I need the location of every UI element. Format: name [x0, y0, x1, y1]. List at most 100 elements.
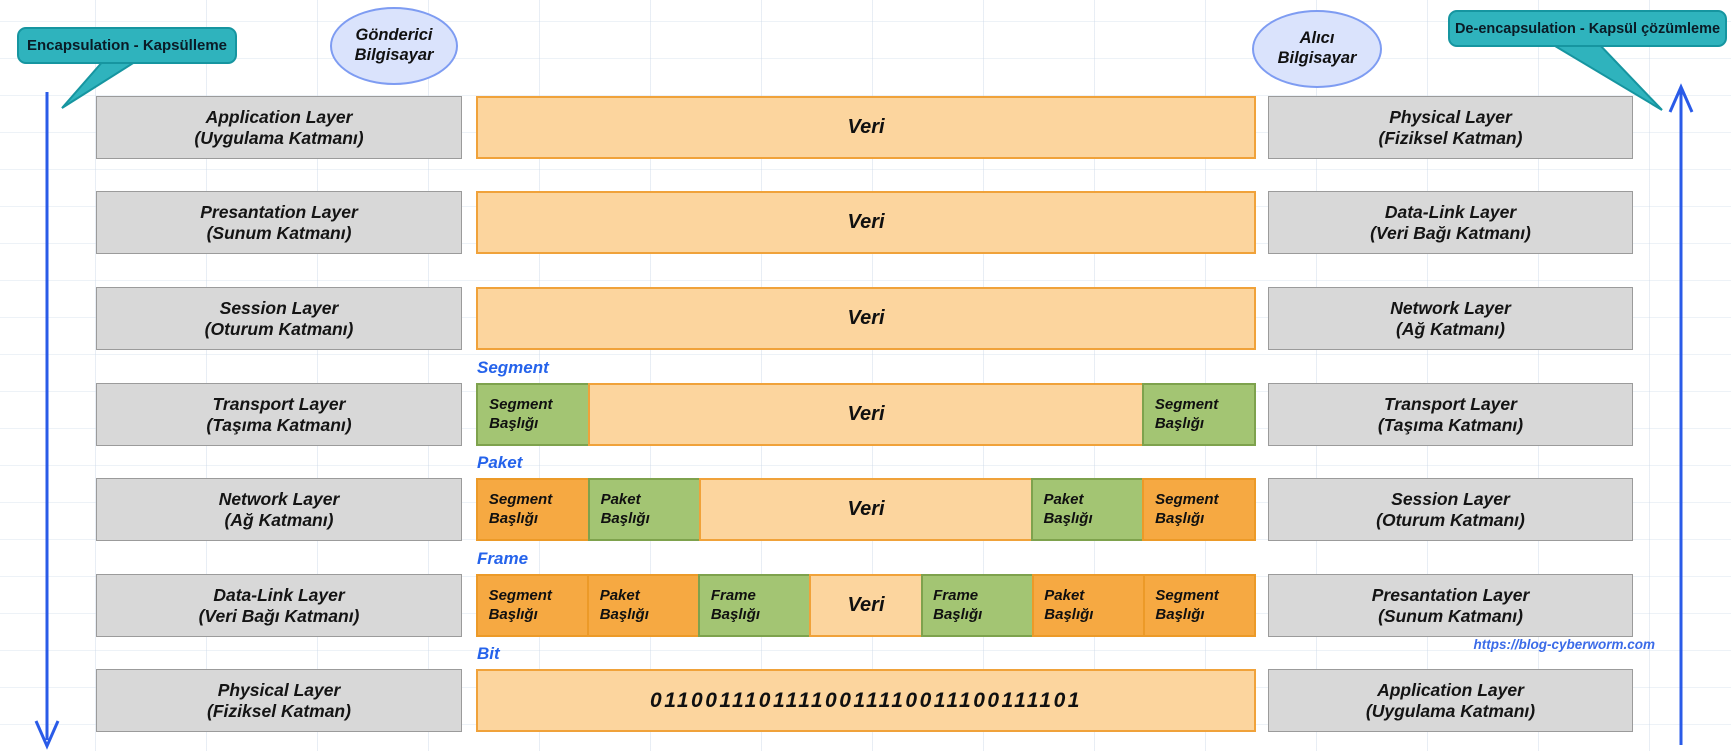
segment-header-cell-label: Segment Başlığı [489, 395, 553, 432]
layer-name-tr: (Taşıma Katmanı) [1377, 414, 1524, 435]
receiver-label-line1: Alıcı [1299, 29, 1335, 48]
layer-name-tr: (Fiziksel Katman) [1378, 127, 1523, 148]
layer-name-tr: (Fiziksel Katman) [207, 700, 351, 721]
encapsulation-callout-label: Encapsulation - Kapsülleme [26, 37, 228, 54]
layer-name-en: Presantation Layer [200, 201, 358, 222]
receiver-layer-box-5: Session Layer(Oturum Katmanı) [1268, 478, 1633, 541]
segment-header-cell: Segment Başlığı [1142, 478, 1257, 541]
down-arrowhead-icon [34, 720, 60, 750]
sender-layer-box-1: Application Layer(Uygulama Katmanı) [96, 96, 462, 159]
receiver-layer-box-4: Transport Layer(Taşıma Katmanı) [1268, 383, 1633, 446]
layer-name-tr: (Sunum Katmanı) [206, 222, 352, 243]
layer-name-tr: (Sunum Katmanı) [1378, 605, 1523, 626]
sender-layer-box-7: Physical Layer(Fiziksel Katman) [96, 669, 462, 732]
layer-name-en: Data-Link Layer [213, 584, 345, 605]
layer-name-en: Physical Layer [1389, 106, 1512, 127]
segment-header-cell: Segment Başlığı [1141, 383, 1256, 446]
receiver-layer-box-7: Application Layer(Uygulama Katmanı) [1268, 669, 1633, 732]
layer-name-tr: (Taşıma Katmanı) [206, 414, 352, 435]
pdu-row-2: Veri [476, 191, 1256, 254]
veri-data-cell: Veri [588, 383, 1144, 446]
segment-header-cell: Segment Başlığı [476, 574, 590, 637]
pdu-row-3: Veri [476, 287, 1256, 350]
sender-layer-box-5: Network Layer(Ağ Katmanı) [96, 478, 462, 541]
receiver-computer-ellipse: Alıcı Bilgisayar [1252, 10, 1382, 88]
frame-header-cell-label: Frame Başlığı [933, 586, 983, 623]
deencapsulation-callout-label: De-encapsulation - Kapsül çözümleme [1454, 20, 1721, 37]
segment-header-cell-label: Segment Başlığı [488, 586, 552, 623]
paket-header-cell-label: Paket Başlığı [1043, 490, 1093, 527]
layer-name-en: Session Layer [1391, 488, 1510, 509]
pdu-row-7: 01100111011110011110011100111101 [476, 669, 1256, 732]
pdu-row-6: Segment Başlığı Paket Başlığı Frame Başlığ… [476, 574, 1256, 637]
frame-header-cell: Frame Başlığı [920, 574, 1034, 637]
layer-name-en: Transport Layer [1384, 393, 1517, 414]
up-arrowhead-icon [1668, 83, 1694, 113]
segment-header-cell-label: Segment Başlığı [1155, 586, 1219, 623]
pdu-row-1: Veri [476, 96, 1256, 159]
veri-data-cell: Veri [476, 96, 1256, 159]
paket-header-cell: Paket Başlığı [1031, 574, 1145, 637]
bit-stream-cell: 01100111011110011110011100111101 [476, 669, 1256, 732]
segment-header-cell-label: Segment Başlığı [488, 490, 553, 527]
sender-computer-ellipse: Gönderici Bilgisayar [330, 7, 458, 85]
veri-data-cell-label: Veri [847, 594, 885, 616]
veri-data-cell: Veri [476, 191, 1256, 254]
frame-header-cell: Frame Başlığı [698, 574, 812, 637]
paket-header-cell-label: Paket Başlığı [1044, 586, 1094, 623]
bit-stream-cell-label: 01100111011110011110011100111101 [650, 688, 1082, 712]
layer-name-tr: (Ağ Katmanı) [224, 509, 334, 530]
layer-name-en: Network Layer [218, 488, 340, 509]
sender-layer-box-3: Session Layer(Oturum Katmanı) [96, 287, 462, 350]
layer-name-tr: (Veri Bağı Katmanı) [198, 605, 360, 626]
frame-header-cell-label: Frame Başlığı [710, 586, 761, 623]
sender-label-line2: Bilgisayar [354, 46, 434, 64]
receiver-layer-box-3: Network Layer(Ağ Katmanı) [1268, 287, 1633, 350]
layer-name-en: Transport Layer [212, 393, 346, 414]
veri-data-cell-label: Veri [847, 498, 885, 520]
pdu-stage-label-segment: Segment [477, 358, 549, 377]
layer-name-en: Data-Link Layer [1384, 201, 1517, 222]
layer-name-en: Network Layer [1390, 297, 1511, 318]
paket-header-cell: Paket Başlığı [587, 574, 701, 637]
deencapsulation-callout: De-encapsulation - Kapsül çözümleme [1448, 10, 1727, 47]
veri-data-cell-label: Veri [847, 211, 885, 233]
paket-header-cell-label: Paket Başlığı [599, 586, 649, 623]
segment-header-cell: Segment Başlığı [476, 383, 591, 446]
pdu-row-4: Segment Başlığı Veri Segment Başlığı [476, 383, 1256, 446]
receiver-layer-box-1: Physical Layer(Fiziksel Katman) [1268, 96, 1633, 159]
sender-layer-box-6: Data-Link Layer(Veri Bağı Katmanı) [96, 574, 462, 637]
receiver-layer-box-2: Data-Link Layer(Veri Bağı Katmanı) [1268, 191, 1633, 254]
layer-name-en: Application Layer [205, 106, 353, 127]
layer-name-tr: (Veri Bağı Katmanı) [1370, 222, 1531, 243]
paket-header-cell-label: Paket Başlığı [600, 490, 650, 527]
layer-name-en: Application Layer [1377, 679, 1524, 700]
pdu-row-5: Segment Başlığı Paket Başlığı Veri Paket Ba… [476, 478, 1257, 541]
segment-header-cell: Segment Başlığı [476, 478, 590, 541]
site-url-link[interactable]: https://blog-cyberworm.com [1473, 637, 1655, 652]
layer-name-tr: (Uygulama Katmanı) [194, 127, 364, 148]
veri-data-cell-label: Veri [847, 403, 885, 425]
pdu-stage-label-paket: Paket [477, 453, 523, 472]
pdu-stage-label-frame: Frame [477, 549, 529, 568]
layer-name-tr: (Oturum Katmanı) [204, 318, 354, 339]
paket-header-cell: Paket Başlığı [1030, 478, 1145, 541]
sender-layer-box-4: Transport Layer(Taşıma Katmanı) [96, 383, 462, 446]
segment-header-cell-label: Segment Başlığı [1154, 395, 1219, 432]
receiver-layer-box-6: Presantation Layer(Sunum Katmanı) [1268, 574, 1633, 637]
veri-data-cell: Veri [809, 574, 923, 637]
sender-layer-box-2: Presantation Layer(Sunum Katmanı) [96, 191, 462, 254]
layer-name-en: Session Layer [219, 297, 339, 318]
veri-data-cell: Veri [476, 287, 1256, 350]
layer-name-tr: (Ağ Katmanı) [1396, 318, 1505, 339]
encapsulation-callout: Encapsulation - Kapsülleme [17, 27, 237, 64]
segment-header-cell: Segment Başlığı [1142, 574, 1256, 637]
paket-header-cell: Paket Başlığı [587, 478, 702, 541]
segment-header-cell-label: Segment Başlığı [1155, 490, 1219, 527]
layer-name-tr: (Oturum Katmanı) [1376, 509, 1525, 530]
layer-name-en: Physical Layer [217, 679, 341, 700]
veri-data-cell: Veri [699, 478, 1033, 541]
sender-label-line1: Gönderici [355, 26, 433, 45]
layer-name-tr: (Uygulama Katmanı) [1365, 700, 1536, 721]
